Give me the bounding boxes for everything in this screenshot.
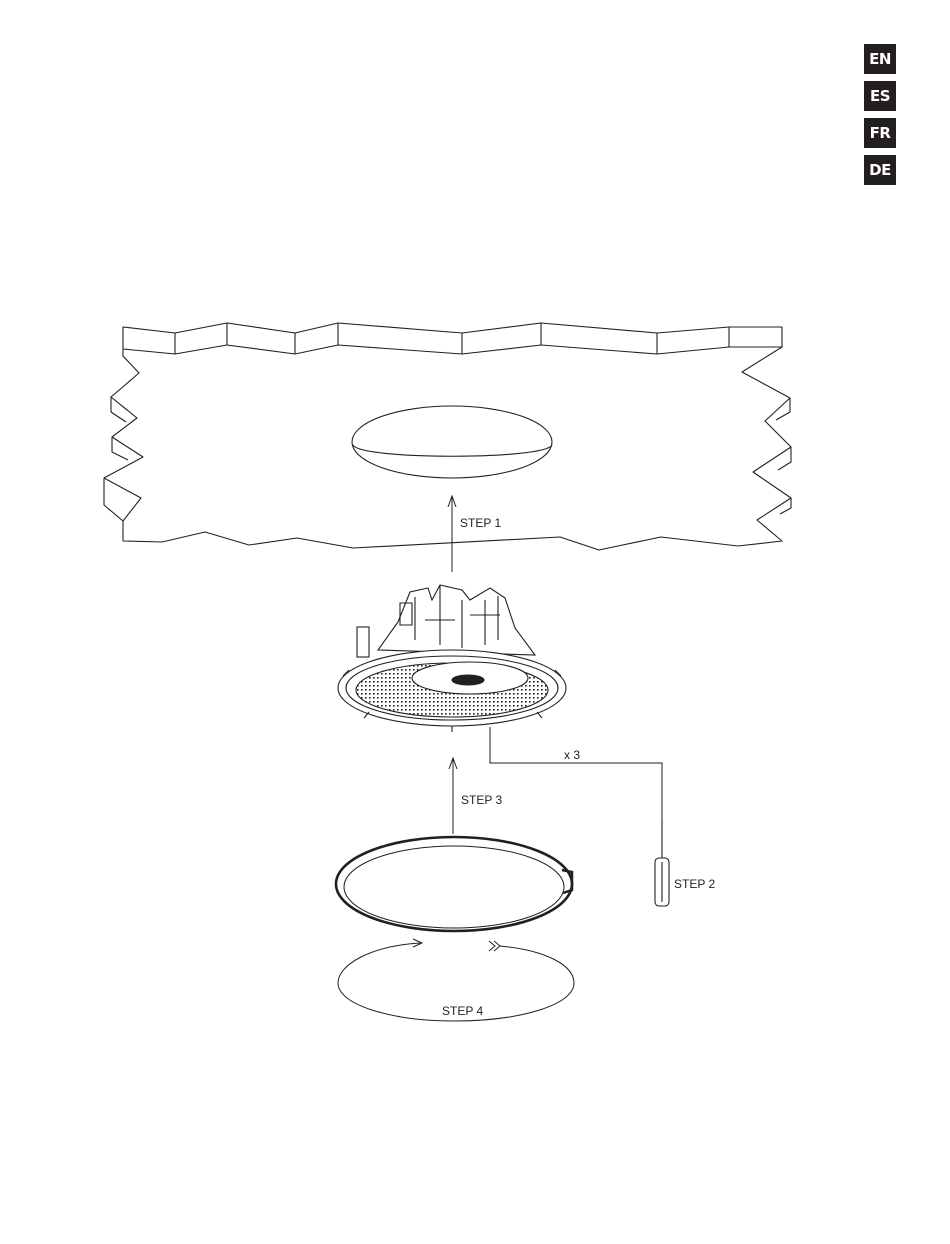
quantity-label: x 3 [564, 748, 580, 762]
ceiling-speaker [338, 585, 566, 732]
screwdriver [655, 820, 669, 906]
grille-ring-outer [336, 837, 572, 931]
ceiling-panel [104, 323, 791, 550]
ceiling-left-thickness [104, 397, 128, 521]
ceiling-cutout-hole [352, 406, 552, 478]
step2-leader-line [490, 727, 662, 830]
rotation-arrow-tail [489, 941, 500, 951]
step4-label: STEP 4 [442, 1004, 483, 1018]
grille-ring-inner [344, 846, 564, 928]
step2-label: STEP 2 [674, 877, 715, 891]
speaker-back-can [378, 585, 535, 655]
speaker-terminal [357, 627, 369, 657]
step3-label: STEP 3 [461, 793, 502, 807]
step1-label: STEP 1 [460, 516, 501, 530]
speaker-dust-cap [452, 675, 484, 685]
grille-ring [336, 837, 572, 931]
